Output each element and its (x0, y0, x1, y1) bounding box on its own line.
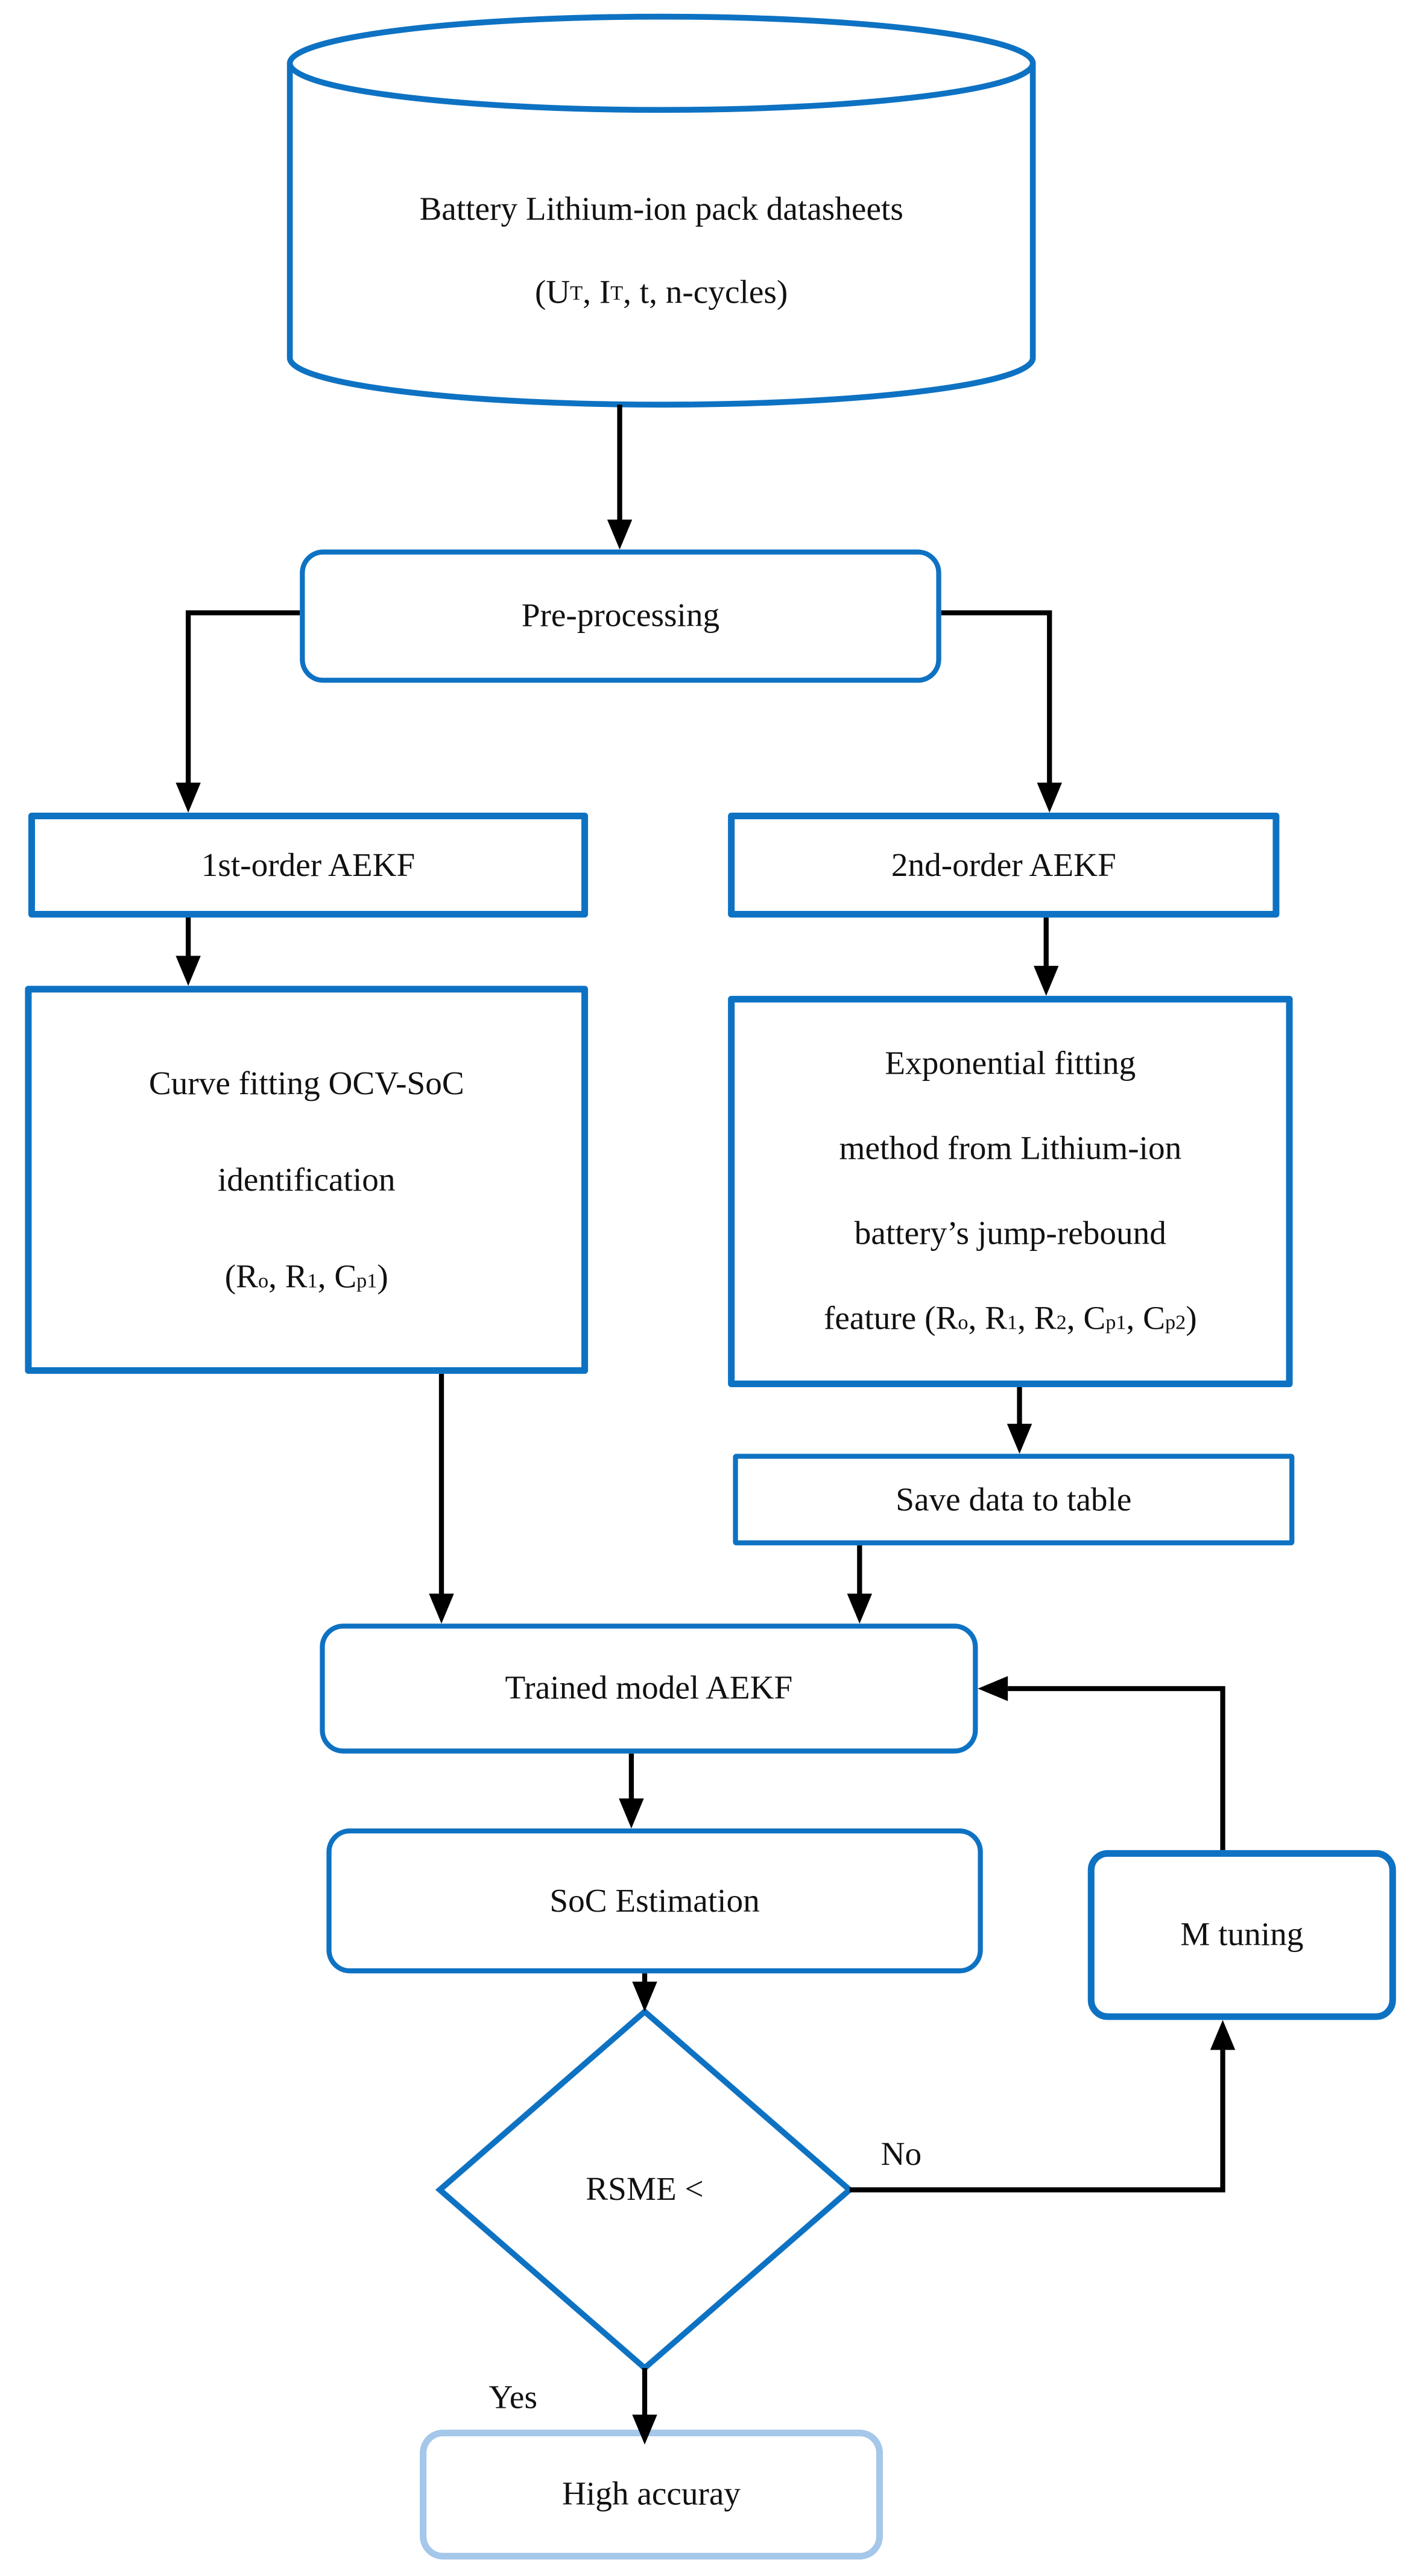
datastore-cylinder-shape (286, 13, 1036, 408)
arrow-preprocessing-to-second-order (941, 610, 1062, 813)
node-second-order-aekf: 2nd-order AEKF (728, 813, 1280, 918)
arrow-trained-model-to-soc-estimation (619, 1753, 644, 1829)
arrowhead-down-icon (632, 1982, 657, 2012)
arrow-exponential-to-save-table (1007, 1387, 1032, 1454)
arrowhead-up-icon (1210, 2020, 1236, 2050)
arrow-preprocessing-to-first-order (175, 610, 300, 813)
curve-fitting-label-line2: identification (217, 1161, 396, 1198)
exponential-label-line2: method from Lithium-ion (839, 1130, 1182, 1168)
arrowhead-down-icon (1037, 783, 1062, 813)
second-order-label: 2nd-order AEKF (891, 846, 1116, 884)
exponential-label-line4: feature (Ro, R1, R2, Cp1, Cp2) (824, 1300, 1197, 1338)
node-exponential-fitting: Exponential fitting method from Lithium-… (728, 995, 1293, 1387)
arrowhead-left-icon (978, 1676, 1008, 1701)
preprocessing-label: Pre-processing (521, 597, 720, 635)
first-order-label: 1st-order AEKF (201, 846, 416, 884)
arrow-datastore-to-preprocessing (607, 405, 633, 550)
high-accuracy-label: High accuray (562, 2476, 741, 2513)
datastore-cylinder-top (286, 13, 1036, 113)
arrow-m-tuning-to-trained-model (978, 1676, 1225, 1850)
exponential-label-line3: battery’s jump-rebound (854, 1215, 1166, 1253)
branch-yes-label: Yes (488, 2378, 537, 2416)
arrowhead-down-icon (847, 1593, 873, 1624)
datastore-cylinder-body (286, 63, 1036, 408)
node-save-data-to-table: Save data to table (733, 1453, 1295, 1546)
arrow-second-order-to-exponential (1034, 918, 1059, 996)
curve-fitting-label-line1: Curve fitting OCV-SoC (148, 1065, 464, 1102)
datastore-label-line1: Battery Lithium-ion pack datasheets (419, 191, 903, 228)
node-m-tuning: M tuning (1087, 1850, 1396, 2020)
arrow-soc-estimation-to-decision (632, 1973, 657, 2012)
arrowhead-down-icon (175, 956, 201, 986)
arrow-curve-fitting-to-trained-model (429, 1373, 454, 1624)
node-curve-fitting: Curve fitting OCV-SoC identification (Ro… (25, 986, 589, 1374)
node-first-order-aekf: 1st-order AEKF (28, 813, 589, 918)
save-table-label: Save data to table (896, 1481, 1132, 1518)
m-tuning-label: M tuning (1180, 1916, 1304, 1954)
soc-estimation-label: SoC Estimation (549, 1882, 760, 1919)
arrowhead-down-icon (429, 1593, 454, 1624)
arrowhead-down-icon (1007, 1423, 1032, 1454)
exponential-label-line1: Exponential fitting (885, 1045, 1136, 1083)
arrow-save-table-to-trained-model (847, 1545, 873, 1624)
arrowhead-down-icon (1034, 966, 1059, 996)
node-high-accuracy: High accuray (420, 2430, 883, 2560)
curve-fitting-label-line3: (Ro, R1, Cp1) (224, 1258, 388, 1295)
branch-no-label: No (880, 2135, 922, 2173)
arrow-first-order-to-curve-fitting (175, 918, 201, 986)
trained-model-label: Trained model AEKF (505, 1670, 793, 1707)
arrowhead-down-icon (607, 519, 633, 550)
node-preprocessing: Pre-processing (300, 549, 941, 683)
arrowhead-down-icon (175, 783, 201, 813)
arrow-decision-no-to-m-tuning (849, 2020, 1236, 2193)
decision-label: RSME < (586, 2170, 704, 2208)
node-soc-estimation: SoC Estimation (326, 1828, 983, 1974)
arrowhead-down-icon (619, 1798, 644, 1829)
node-trained-model-aekf: Trained model AEKF (320, 1623, 978, 1754)
